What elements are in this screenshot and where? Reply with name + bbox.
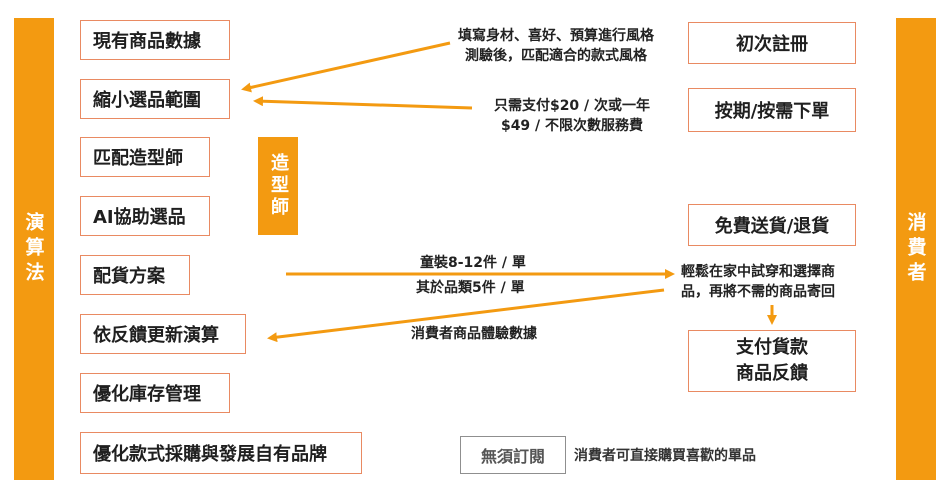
- fee-note: 只需支付$20 / 次或一年 $49 / 不限次數服務費: [476, 96, 668, 136]
- try-home-line2: 品，再將不需的商品寄回: [681, 284, 835, 300]
- direct-purchase-note: 消費者可直接購買喜歡的單品: [574, 448, 756, 464]
- kids-quantity-note: 童裝8-12件 / 單: [420, 255, 526, 271]
- existing-product-data-box: 現有商品數據: [80, 20, 230, 60]
- feedback-data-note: 消費者商品體驗數據: [411, 326, 537, 342]
- algorithm-bar: 演算法: [14, 18, 54, 480]
- consumer-label: 消費者: [904, 211, 927, 287]
- ai-selection-box: AI協助選品: [80, 196, 210, 236]
- style-test-line2: 測驗後，匹配適合的款式風格: [465, 48, 647, 64]
- arrow-feedback-to-algorithm: [267, 288, 665, 343]
- algorithm-label: 演算法: [22, 211, 45, 287]
- consumer-bar: 消費者: [896, 18, 936, 480]
- narrow-selection-box: 縮小選品範圍: [80, 79, 230, 119]
- periodic-order-box: 按期/按需下單: [688, 88, 856, 132]
- no-subscription-box: 無須訂閱: [460, 436, 566, 474]
- free-shipping-box: 免費送貨/退貨: [688, 204, 856, 246]
- payment-feedback-box: 支付貨款 商品反饋: [688, 330, 856, 392]
- private-label-box: 優化款式採購與發展自有品牌: [80, 432, 362, 474]
- update-algorithm-box: 依反饋更新演算: [80, 314, 246, 354]
- other-quantity-note: 其於品類5件 / 單: [416, 280, 525, 296]
- style-test-note: 填寫身材、喜好、預算進行風格 測驗後，匹配適合的款式風格: [458, 26, 654, 66]
- arrow-style-to-narrow: [241, 41, 451, 93]
- allocation-plan-box: 配貨方案: [80, 255, 190, 295]
- inventory-optimization-box: 優化庫存管理: [80, 373, 230, 413]
- stylist-tag: 造型師: [258, 137, 298, 235]
- stylist-tag-label: 造型師: [268, 153, 289, 219]
- payment-line: 支付貨款: [736, 337, 808, 358]
- first-register-box: 初次註冊: [688, 22, 856, 64]
- style-test-line1: 填寫身材、喜好、預算進行風格: [458, 28, 654, 44]
- try-home-line1: 輕鬆在家中試穿和選擇商: [681, 264, 835, 280]
- match-stylist-box: 匹配造型師: [80, 137, 210, 177]
- feedback-line: 商品反饋: [736, 363, 808, 384]
- try-home-note: 輕鬆在家中試穿和選擇商 品，再將不需的商品寄回: [681, 262, 835, 302]
- fee-line1: 只需支付$20 / 次或一年: [493, 98, 651, 114]
- fee-line2: $49 / 不限次數服務費: [500, 118, 644, 134]
- arrow-fee-to-narrow: [253, 96, 473, 110]
